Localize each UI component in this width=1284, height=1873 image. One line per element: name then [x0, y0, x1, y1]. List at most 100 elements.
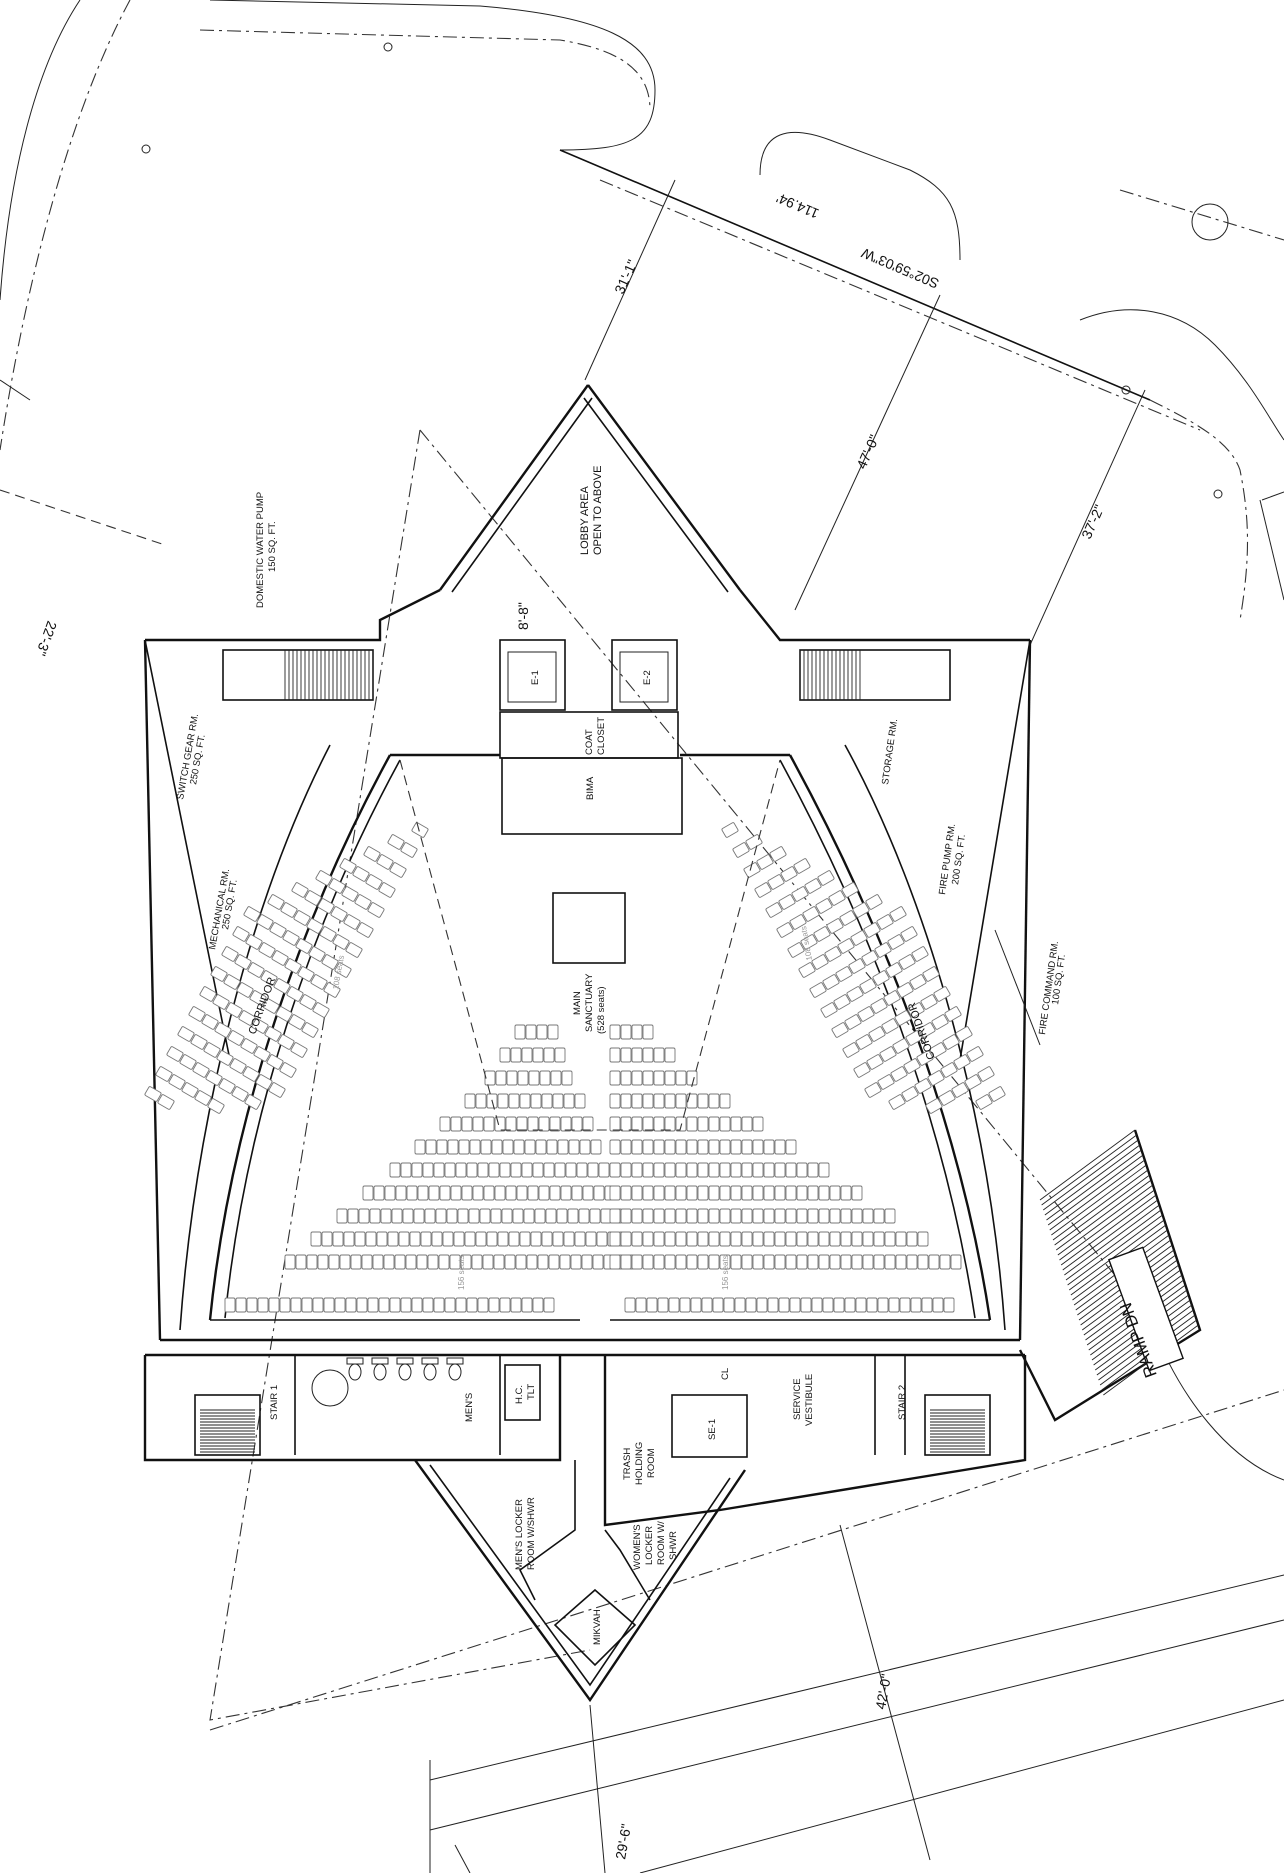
seat	[471, 1254, 483, 1270]
seat	[269, 922, 287, 938]
seat	[940, 1062, 958, 1078]
dim-42-0: 42'-0"	[872, 1673, 894, 1711]
seat	[541, 1093, 553, 1109]
seat	[730, 1185, 742, 1201]
seat	[818, 1162, 830, 1178]
seat	[210, 966, 228, 982]
seat	[341, 886, 359, 902]
seat	[906, 1231, 918, 1247]
seat	[841, 882, 859, 898]
seat	[752, 1231, 764, 1247]
seat	[889, 906, 907, 922]
seat	[256, 914, 274, 930]
seat	[504, 1254, 516, 1270]
seat	[763, 1208, 775, 1224]
survey-bearing: S02°59'03"W	[858, 245, 941, 292]
ramp-hatch	[1055, 1179, 1152, 1251]
seat	[818, 1185, 830, 1201]
seat	[406, 1185, 418, 1201]
seat	[789, 914, 807, 930]
seat	[225, 1002, 243, 1018]
seat	[831, 1022, 849, 1038]
seat	[752, 1116, 764, 1132]
seat	[939, 1254, 951, 1270]
seat	[549, 1185, 561, 1201]
seat	[785, 1208, 797, 1224]
seat	[559, 1254, 571, 1270]
seat	[539, 1070, 551, 1086]
seat	[708, 1116, 720, 1132]
seat	[778, 1297, 790, 1313]
seat	[295, 938, 313, 954]
seat	[804, 878, 822, 894]
seat	[631, 1070, 643, 1086]
seat	[224, 1297, 236, 1313]
seat	[475, 1231, 487, 1247]
seat	[752, 1139, 764, 1155]
seat	[767, 874, 785, 890]
seat	[802, 906, 820, 922]
seat	[686, 1208, 698, 1224]
seat	[449, 1254, 461, 1270]
seat	[212, 994, 230, 1010]
seat	[609, 1162, 621, 1178]
seat	[884, 1231, 896, 1247]
seat	[818, 1254, 830, 1270]
label-mens: MEN'S	[464, 1393, 475, 1422]
seat	[811, 954, 829, 970]
seat	[365, 874, 383, 890]
seat	[458, 1139, 470, 1155]
seat	[422, 1297, 434, 1313]
seat	[576, 1162, 588, 1178]
seat	[865, 894, 883, 910]
seat	[442, 1231, 454, 1247]
seat	[354, 894, 372, 910]
seat	[741, 1208, 753, 1224]
seat	[312, 1002, 330, 1018]
seat	[756, 854, 774, 870]
seat	[653, 1139, 665, 1155]
seat	[620, 1047, 632, 1063]
seat	[763, 1254, 775, 1270]
seat	[486, 1231, 498, 1247]
label-trash-2: HOLDING	[634, 1442, 645, 1485]
seat	[752, 1185, 764, 1201]
seat	[378, 882, 396, 898]
seat	[664, 1162, 676, 1178]
seat	[697, 1116, 709, 1132]
seat	[774, 1162, 786, 1178]
seat	[888, 1297, 900, 1313]
label-service-1: SERVICE	[792, 1378, 803, 1420]
seat	[229, 1058, 247, 1074]
label-coat-closet-1: COAT	[584, 729, 595, 755]
room-labels: LOBBY AREA OPEN TO ABOVE DOMESTIC WATER …	[175, 466, 1184, 1645]
seat	[286, 986, 304, 1002]
seat	[796, 1231, 808, 1247]
seat	[541, 1231, 553, 1247]
seat	[833, 994, 851, 1010]
seat	[732, 842, 750, 858]
seat	[166, 1046, 184, 1062]
seat	[527, 1185, 539, 1201]
seat	[884, 1254, 896, 1270]
sanctuary-seating	[144, 759, 1006, 1313]
seat	[301, 1297, 313, 1313]
seat	[653, 1185, 665, 1201]
seat	[741, 1254, 753, 1270]
seat	[367, 902, 385, 918]
seat	[483, 1185, 495, 1201]
seat	[190, 1034, 208, 1050]
seat	[339, 858, 357, 874]
seat	[609, 1185, 621, 1201]
seat	[848, 958, 866, 974]
seat	[568, 1139, 580, 1155]
seat	[894, 1010, 912, 1026]
seat	[907, 1002, 925, 1018]
seat	[532, 1297, 544, 1313]
seat	[304, 890, 322, 906]
seat	[675, 1185, 687, 1201]
seat	[920, 994, 938, 1010]
seat	[315, 870, 333, 886]
seat	[519, 1231, 531, 1247]
seat	[427, 1254, 439, 1270]
